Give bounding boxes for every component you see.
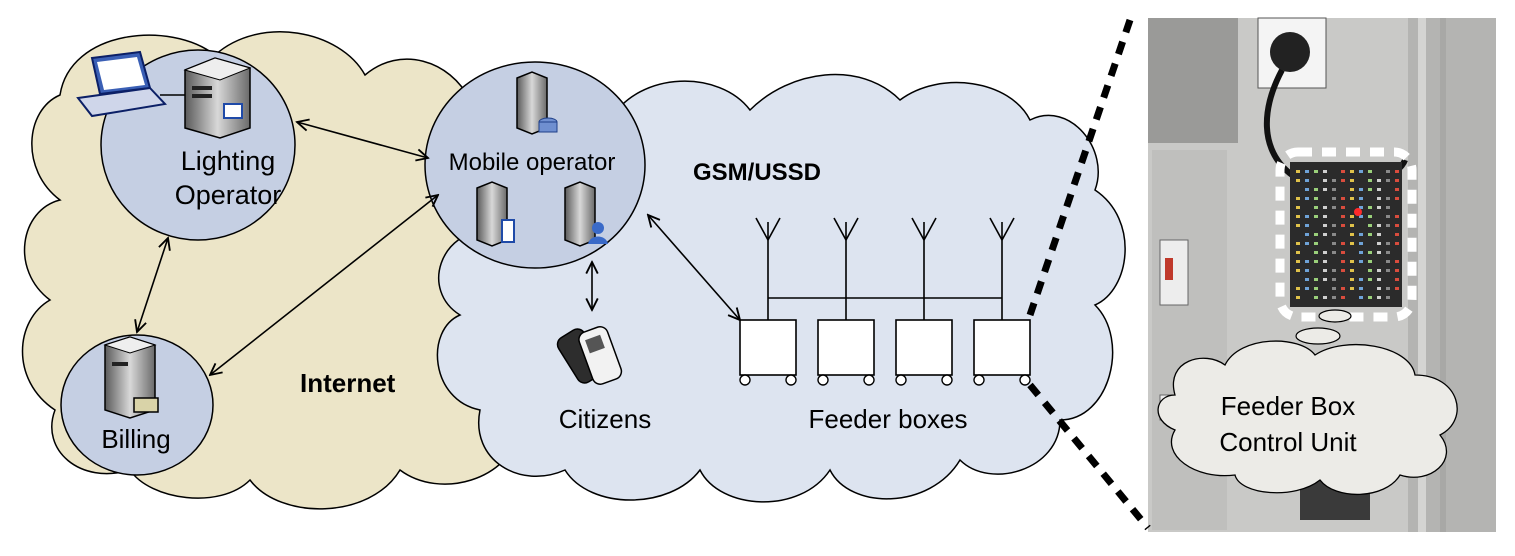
- user-server-icon: [564, 181, 608, 247]
- lighting-operator-label-1: Lighting: [181, 146, 276, 176]
- billing-server-icon: [103, 336, 159, 419]
- lighting-operator-label-2: Operator: [175, 180, 282, 210]
- arrow-mobile-feeders: [648, 215, 740, 320]
- zoom-line-bottom: [1027, 382, 1151, 531]
- feeder-box: [895, 319, 953, 386]
- laptop-icon: [76, 50, 185, 118]
- feeder-boxes-label: Feeder boxes: [809, 404, 968, 434]
- phone-server-icon: [476, 181, 515, 247]
- antenna-icon: [911, 217, 937, 320]
- citizens-label: Citizens: [559, 404, 651, 434]
- internet-label: Internet: [300, 368, 396, 398]
- database-server-icon: [516, 71, 558, 135]
- mobile-phone-icon: [556, 326, 623, 385]
- thought-cloud: [1157, 309, 1458, 496]
- feeder-box: [817, 319, 875, 386]
- feeder-boxes-group: [739, 217, 1031, 386]
- arrow-billing-mobile: [210, 195, 438, 375]
- feeder-box: [739, 319, 797, 386]
- arrow-lighting-billing: [137, 238, 168, 332]
- feeder-box: [973, 319, 1031, 386]
- arrow-lighting-mobile: [297, 122, 428, 158]
- zoom-line-top: [1026, 18, 1134, 317]
- antenna-icon: [755, 217, 781, 320]
- gsm-ussd-label: GSM/USSD: [693, 159, 821, 186]
- mobile-operator-label: Mobile operator: [449, 149, 616, 176]
- billing-label: Billing: [101, 424, 170, 454]
- control-unit-label-1: Feeder Box: [1221, 391, 1355, 421]
- server-icon: [183, 57, 252, 139]
- antenna-icon: [989, 217, 1015, 320]
- control-unit-label-2: Control Unit: [1219, 427, 1357, 457]
- antenna-icon: [833, 217, 859, 320]
- status-led: [1354, 208, 1362, 216]
